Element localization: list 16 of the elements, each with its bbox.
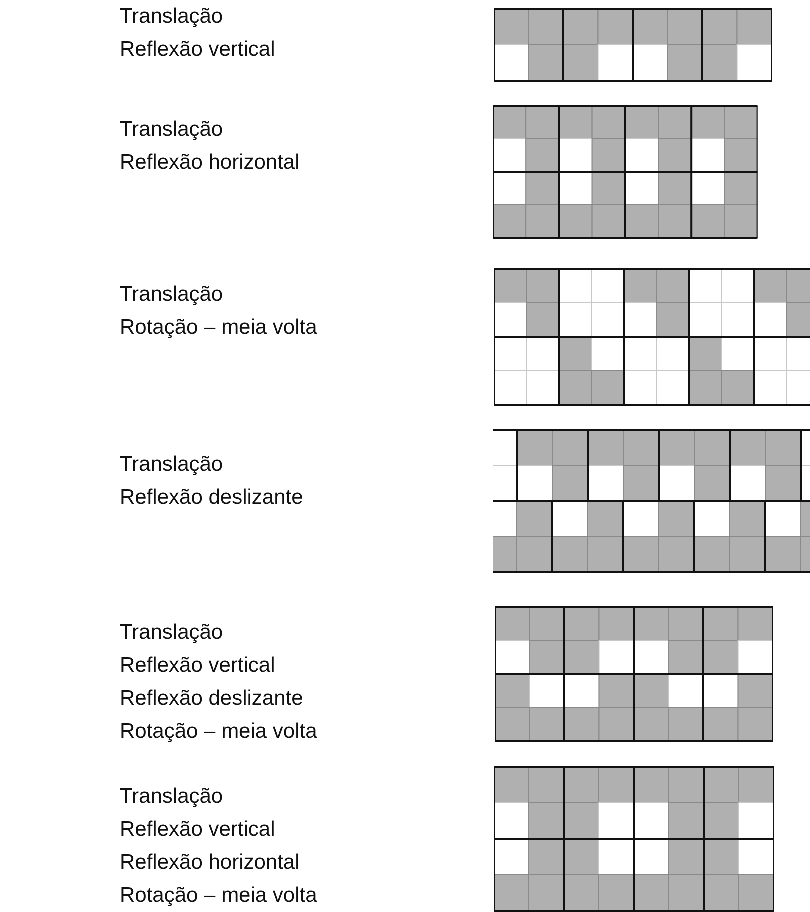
transformation-label: Rotação – meia volta	[120, 315, 318, 341]
transformation-label: Reflexão horizontal	[120, 850, 300, 876]
transformation-label: Reflexão deslizante	[120, 686, 304, 712]
transformation-label: Translação	[120, 4, 224, 30]
transformation-label: Translação	[120, 452, 224, 478]
transformation-label: Translação	[120, 784, 224, 810]
transformation-label: Translação	[120, 282, 224, 308]
transformation-label: Translação	[120, 620, 224, 646]
transformation-label: Reflexão vertical	[120, 653, 276, 679]
transformation-label: Translação	[120, 117, 224, 143]
transformation-label: Rotação – meia volta	[120, 883, 318, 909]
transformation-label: Reflexão deslizante	[120, 485, 304, 511]
transformation-label: Reflexão horizontal	[120, 150, 300, 176]
transformation-label: Reflexão vertical	[120, 37, 276, 63]
transformation-label: Reflexão vertical	[120, 817, 276, 843]
transformation-label: Rotação – meia volta	[120, 719, 318, 745]
